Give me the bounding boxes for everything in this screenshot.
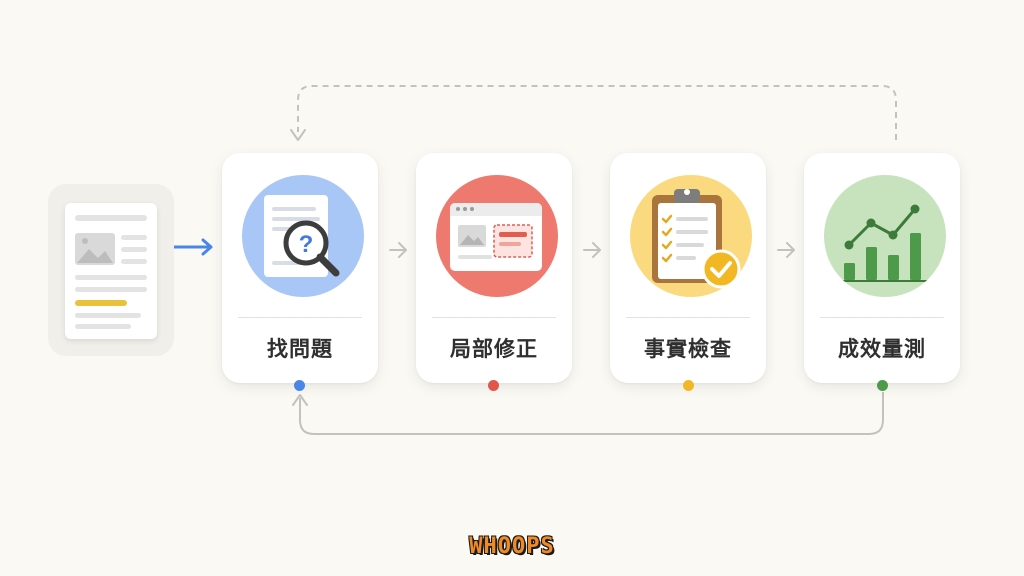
- next-arrow-icon: [389, 242, 407, 258]
- clipboard-check-icon: [652, 189, 741, 289]
- bottom-loop-arrowhead: [292, 394, 308, 406]
- entry-arrow-head: [201, 238, 213, 256]
- step-icon-circle: [824, 175, 946, 297]
- step-icon-circle: ?: [242, 175, 364, 297]
- step-label: 成效量測: [838, 337, 926, 361]
- bottom-solid-loop: [299, 392, 884, 435]
- input-document: [65, 203, 157, 339]
- next-arrow-icon: [777, 242, 795, 258]
- step-card-find-problem[interactable]: ? 找問題: [222, 153, 378, 383]
- step-card-fact-check[interactable]: 事實檢查: [610, 153, 766, 383]
- step-status-dot: [294, 380, 305, 391]
- step-icon-circle: [630, 175, 752, 297]
- bar-line-chart-icon: [838, 204, 928, 282]
- next-arrow-icon: [583, 242, 601, 258]
- step-divider: [432, 317, 556, 318]
- top-loop-arrowhead: [290, 129, 306, 141]
- step-status-dot: [877, 380, 888, 391]
- step-status-dot: [683, 380, 694, 391]
- step-card-partial-fix[interactable]: 局部修正: [416, 153, 572, 383]
- step-divider: [820, 317, 944, 318]
- browser-edit-icon: [450, 203, 542, 271]
- step-label: 事實檢查: [644, 337, 732, 361]
- step-divider: [626, 317, 750, 318]
- document-icon: [75, 215, 147, 329]
- step-icon-circle: [436, 175, 558, 297]
- brand-logo: WHOOPS: [469, 534, 555, 559]
- step-card-measure-results[interactable]: 成效量測: [804, 153, 960, 383]
- step-divider: [238, 317, 362, 318]
- svg-text:?: ?: [299, 231, 314, 258]
- step-label: 局部修正: [450, 337, 538, 361]
- step-label: 找問題: [267, 337, 333, 361]
- magnifier-question-icon: ?: [264, 195, 340, 277]
- step-status-dot: [488, 380, 499, 391]
- top-dashed-loop: [297, 85, 897, 140]
